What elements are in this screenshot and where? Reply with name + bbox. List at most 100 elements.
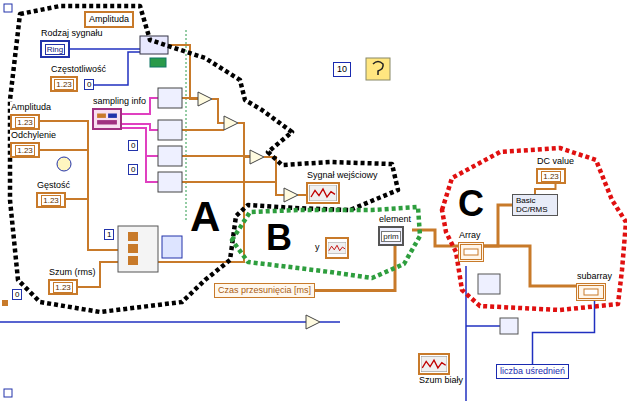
- num-icon: 1.23: [50, 76, 78, 92]
- cluster-field: [97, 114, 106, 118]
- numeric-indicator: DC value1.23: [536, 156, 575, 184]
- func-icon: prim: [378, 226, 404, 246]
- multiply-node: [306, 315, 320, 329]
- num-icon: 1.23: [36, 192, 66, 208]
- function-node: [478, 274, 500, 294]
- cluster-field: [108, 114, 117, 118]
- wire: [66, 198, 88, 200]
- region-letter: A: [190, 196, 220, 238]
- numeric-control: Gęstość1.23: [36, 180, 71, 208]
- icon-text: Ring: [45, 44, 65, 55]
- face-icon: [57, 157, 71, 171]
- num-icon: 1.23: [48, 279, 78, 295]
- loop-terminal: [4, 4, 12, 12]
- box-text: Amplituda: [89, 14, 129, 25]
- wire: [298, 194, 306, 196]
- group-region: Byelementprim: [228, 180, 422, 280]
- cluster-field: [97, 120, 117, 124]
- dotted-outline: [232, 207, 420, 278]
- box-text: Czas przesunięcia [ms]: [218, 285, 311, 296]
- function-node: [500, 318, 518, 334]
- plot-area: [328, 243, 346, 254]
- plot-area: [310, 185, 337, 201]
- terminal-label: y: [314, 242, 321, 253]
- wire: [40, 149, 88, 151]
- numeric-control: Odchylenie 1.23: [10, 130, 57, 158]
- graph-icon: [325, 237, 349, 259]
- numeric-constant: 10: [333, 62, 351, 77]
- wire: [182, 129, 224, 131]
- function-node: [158, 146, 182, 166]
- terminal-label: Sygnał wejściowy: [306, 170, 379, 181]
- shift-register: [2, 300, 8, 306]
- arr-icon: [458, 242, 484, 262]
- terminal-label: Amplituda: [10, 102, 52, 113]
- constant-value: 1: [104, 229, 114, 240]
- ring-control: Rodzaj sygnałuRing: [40, 28, 104, 58]
- graph-icon: [418, 353, 450, 375]
- terminal-label: Rodzaj sygnału: [40, 28, 104, 39]
- array-element: [584, 289, 598, 295]
- wire: [0, 321, 306, 323]
- wire: [182, 155, 250, 157]
- graph-indicator: y: [314, 236, 349, 259]
- terminal-label: Odchylenie: [10, 130, 57, 141]
- case-selector-line: [186, 30, 187, 220]
- numeric-wires: [40, 45, 306, 287]
- constant-value: 0: [84, 79, 94, 90]
- numeric-control: Częstotliwość 1.23: [50, 64, 107, 92]
- numeric-control: Amplituda 1.23: [10, 102, 52, 130]
- terminal-label: Częstotliwość: [50, 64, 107, 75]
- wire: [238, 123, 250, 157]
- wire: [182, 181, 276, 183]
- add-node: [250, 150, 264, 164]
- icon-text: 1.23: [15, 145, 35, 156]
- graph-indicator: Szum biały: [418, 352, 464, 386]
- icon-text: 1.23: [53, 282, 73, 293]
- icon-text: 1.23: [41, 195, 61, 206]
- icon-text: prim: [381, 231, 401, 242]
- help-icon: [366, 58, 390, 80]
- terminal-label: Array: [458, 230, 482, 241]
- wire: [70, 48, 140, 50]
- box-text: 10: [337, 64, 347, 75]
- graph-plot: [328, 240, 346, 256]
- wire-connector: [484, 246, 576, 286]
- bundle-element: [128, 256, 138, 265]
- cluster-icon: [92, 108, 122, 130]
- icon-text: 1.23: [54, 79, 74, 90]
- num-icon: 1.23: [10, 114, 40, 130]
- array-symbol: [581, 288, 601, 296]
- numeric-control: liczba uśrednień: [496, 364, 569, 379]
- function-node: [158, 120, 182, 140]
- box-text: Basic DC/RMS: [516, 196, 554, 214]
- boolean-constant: [150, 58, 166, 67]
- array-indicator: subarray: [576, 271, 613, 301]
- bundle-element: [128, 244, 138, 253]
- icon-text: 1.23: [15, 117, 35, 128]
- function-node: elementprim: [378, 214, 412, 246]
- wire-connector: [535, 184, 556, 194]
- icon-text: 1.23: [541, 171, 561, 182]
- group-region: AAmplitudaRodzaj sygnałuRingCzęstotliwoś…: [8, 5, 400, 315]
- plot-line: [311, 189, 335, 197]
- wire: [465, 266, 467, 401]
- control-label: Amplituda: [84, 11, 134, 28]
- region-letter: C: [458, 186, 484, 222]
- dotted-outline: [10, 6, 398, 312]
- numeric-control: Czas przesunięcia [ms]: [214, 283, 315, 298]
- constant-value: 0: [12, 289, 22, 300]
- cluster-wires: [122, 98, 158, 182]
- group-region: C DC value1.23Basic DC/RMS Array subarray: [438, 145, 627, 313]
- box-text: liczba uśrednień: [500, 366, 565, 377]
- constant-value: 0: [128, 140, 138, 151]
- graph-plot: [309, 185, 337, 201]
- loop-terminal: [4, 389, 12, 397]
- help-symbol: [373, 62, 383, 76]
- add-node: [284, 188, 298, 202]
- num-icon: 1.23: [536, 168, 566, 184]
- terminal-label: subarray: [576, 271, 613, 282]
- array-symbol: [463, 247, 479, 257]
- array-indicator: Array: [458, 230, 484, 262]
